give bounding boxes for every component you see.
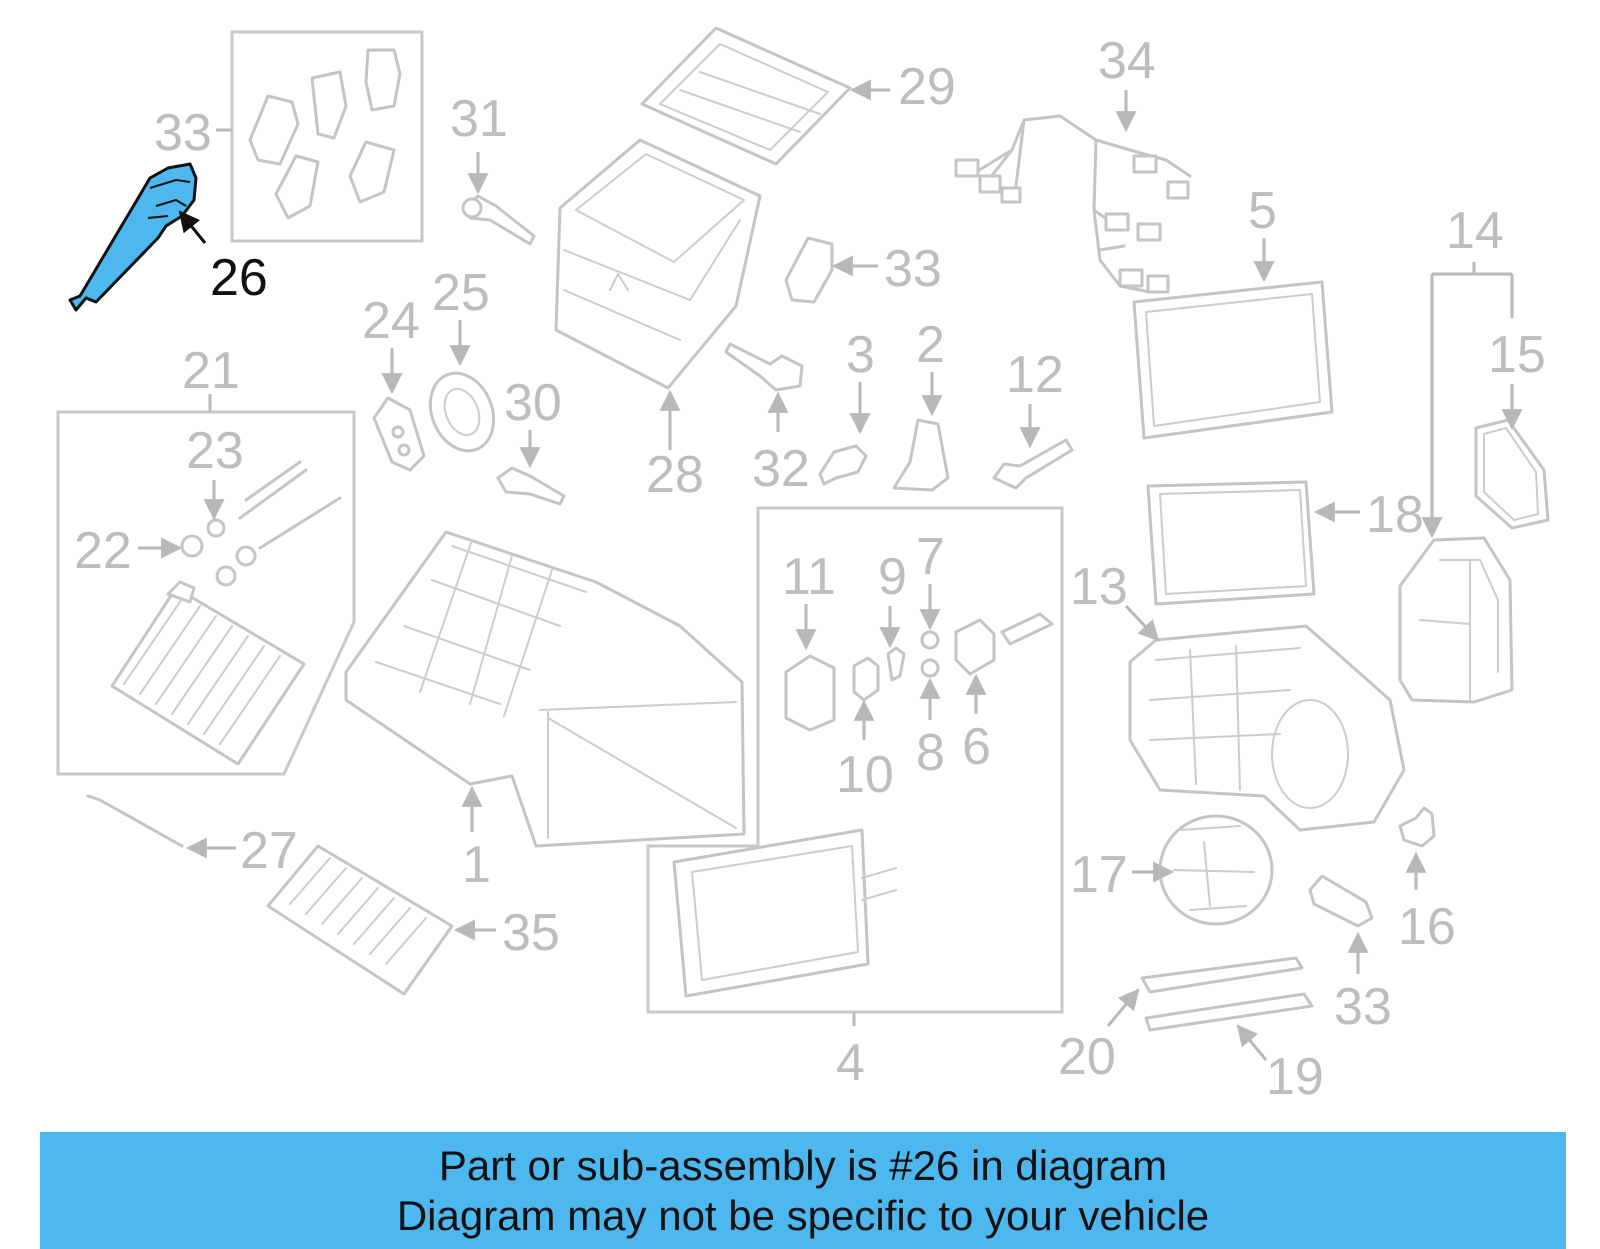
parts-diagram: 26 33 31 29 28 33 32 [56,26,1550,1106]
part-26-highlighted[interactable] [68,162,198,312]
part-34 [954,114,1192,294]
label-16: 16 [1398,898,1456,956]
label-11: 11 [782,548,836,606]
part-27 [86,794,184,848]
part-4-evaporator-box [646,506,1064,1026]
part-29 [640,26,852,166]
banner-line-2: Diagram may not be specific to your vehi… [396,1192,1210,1239]
part-33c [1308,874,1374,928]
part-13 [1128,624,1406,832]
label-4: 4 [836,1034,865,1092]
part-21-heater-box [56,394,356,776]
part-18 [1146,480,1316,606]
part-19 [1144,992,1314,1032]
part-30 [496,466,566,506]
label-10: 10 [836,746,894,804]
label-25: 25 [432,264,490,322]
label-8: 8 [916,724,945,782]
label-12: 12 [1006,346,1064,404]
part-14 [1398,536,1514,704]
part-16 [1398,806,1436,848]
label-33a: 33 [154,104,212,162]
callout-26 [178,210,207,244]
part-15 [1474,418,1550,530]
part-5 [1132,280,1334,440]
label-18: 18 [1366,486,1424,544]
part-31 [461,194,536,246]
part-32 [724,342,804,392]
label-20: 20 [1058,1028,1116,1086]
label-32: 32 [752,440,810,498]
label-35: 35 [502,904,560,962]
part-3 [818,444,868,486]
info-banner: Part or sub-assembly is #26 in diagram D… [40,1132,1566,1249]
label-27: 27 [240,822,298,880]
label-6: 6 [962,718,991,776]
label-30: 30 [504,374,562,432]
part-28 [554,138,762,390]
label-24: 24 [362,292,420,350]
label-21: 21 [182,342,240,400]
label-28: 28 [646,446,704,504]
label-19: 19 [1266,1048,1324,1106]
label-2: 2 [916,316,945,374]
part-24 [372,396,426,472]
part-20 [1140,956,1304,994]
label-29: 29 [898,58,956,116]
label-26: 26 [210,249,268,307]
label-22: 22 [74,522,132,580]
label-33b: 33 [884,240,942,298]
label-31: 31 [450,90,508,148]
part-33b [784,236,834,304]
part-35 [266,844,454,996]
part-17 [1158,814,1274,926]
label-34: 34 [1098,32,1156,90]
label-33c: 33 [1334,978,1392,1036]
label-5: 5 [1248,182,1277,240]
label-3: 3 [846,326,875,384]
label-13: 13 [1070,558,1128,616]
label-17: 17 [1070,846,1128,904]
label-9: 9 [878,548,907,606]
label-1: 1 [462,836,491,894]
label-7: 7 [916,528,945,586]
part-33-connector-box [216,30,424,243]
label-23: 23 [186,422,244,480]
part-12 [992,438,1074,490]
label-14: 14 [1446,202,1504,260]
label-15: 15 [1488,326,1546,384]
part-1 [344,530,746,848]
banner-line-1: Part or sub-assembly is #26 in diagram [438,1142,1168,1189]
part-25 [428,371,496,453]
part-2 [892,418,950,492]
